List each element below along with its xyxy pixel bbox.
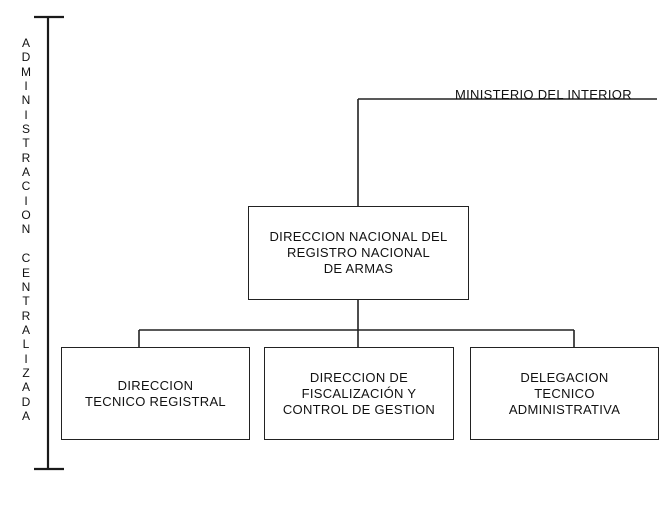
child-box-2: DIRECCION DE FISCALIZACIÓN Y CONTROL DE …	[264, 347, 454, 440]
child-box-1-label: DIRECCION TECNICO REGISTRAL	[85, 377, 226, 409]
child-box-3-label: DELEGACION TECNICO ADMINISTRATIVA	[508, 369, 621, 417]
top-box-label: DIRECCION NACIONAL DEL REGISTRO NACIONAL…	[269, 229, 448, 276]
top-box: DIRECCION NACIONAL DEL REGISTRO NACIONAL…	[248, 206, 469, 300]
side-label-administracion-centralizada: A D M I N I S T R A C I O N C E N T R A …	[21, 36, 31, 423]
child-box-2-label: DIRECCION DE FISCALIZACIÓN Y CONTROL DE …	[282, 369, 436, 417]
ministry-label: MINISTERIO DEL INTERIOR	[455, 87, 632, 102]
child-box-3: DELEGACION TECNICO ADMINISTRATIVA	[470, 347, 659, 440]
child-box-1: DIRECCION TECNICO REGISTRAL	[61, 347, 250, 440]
